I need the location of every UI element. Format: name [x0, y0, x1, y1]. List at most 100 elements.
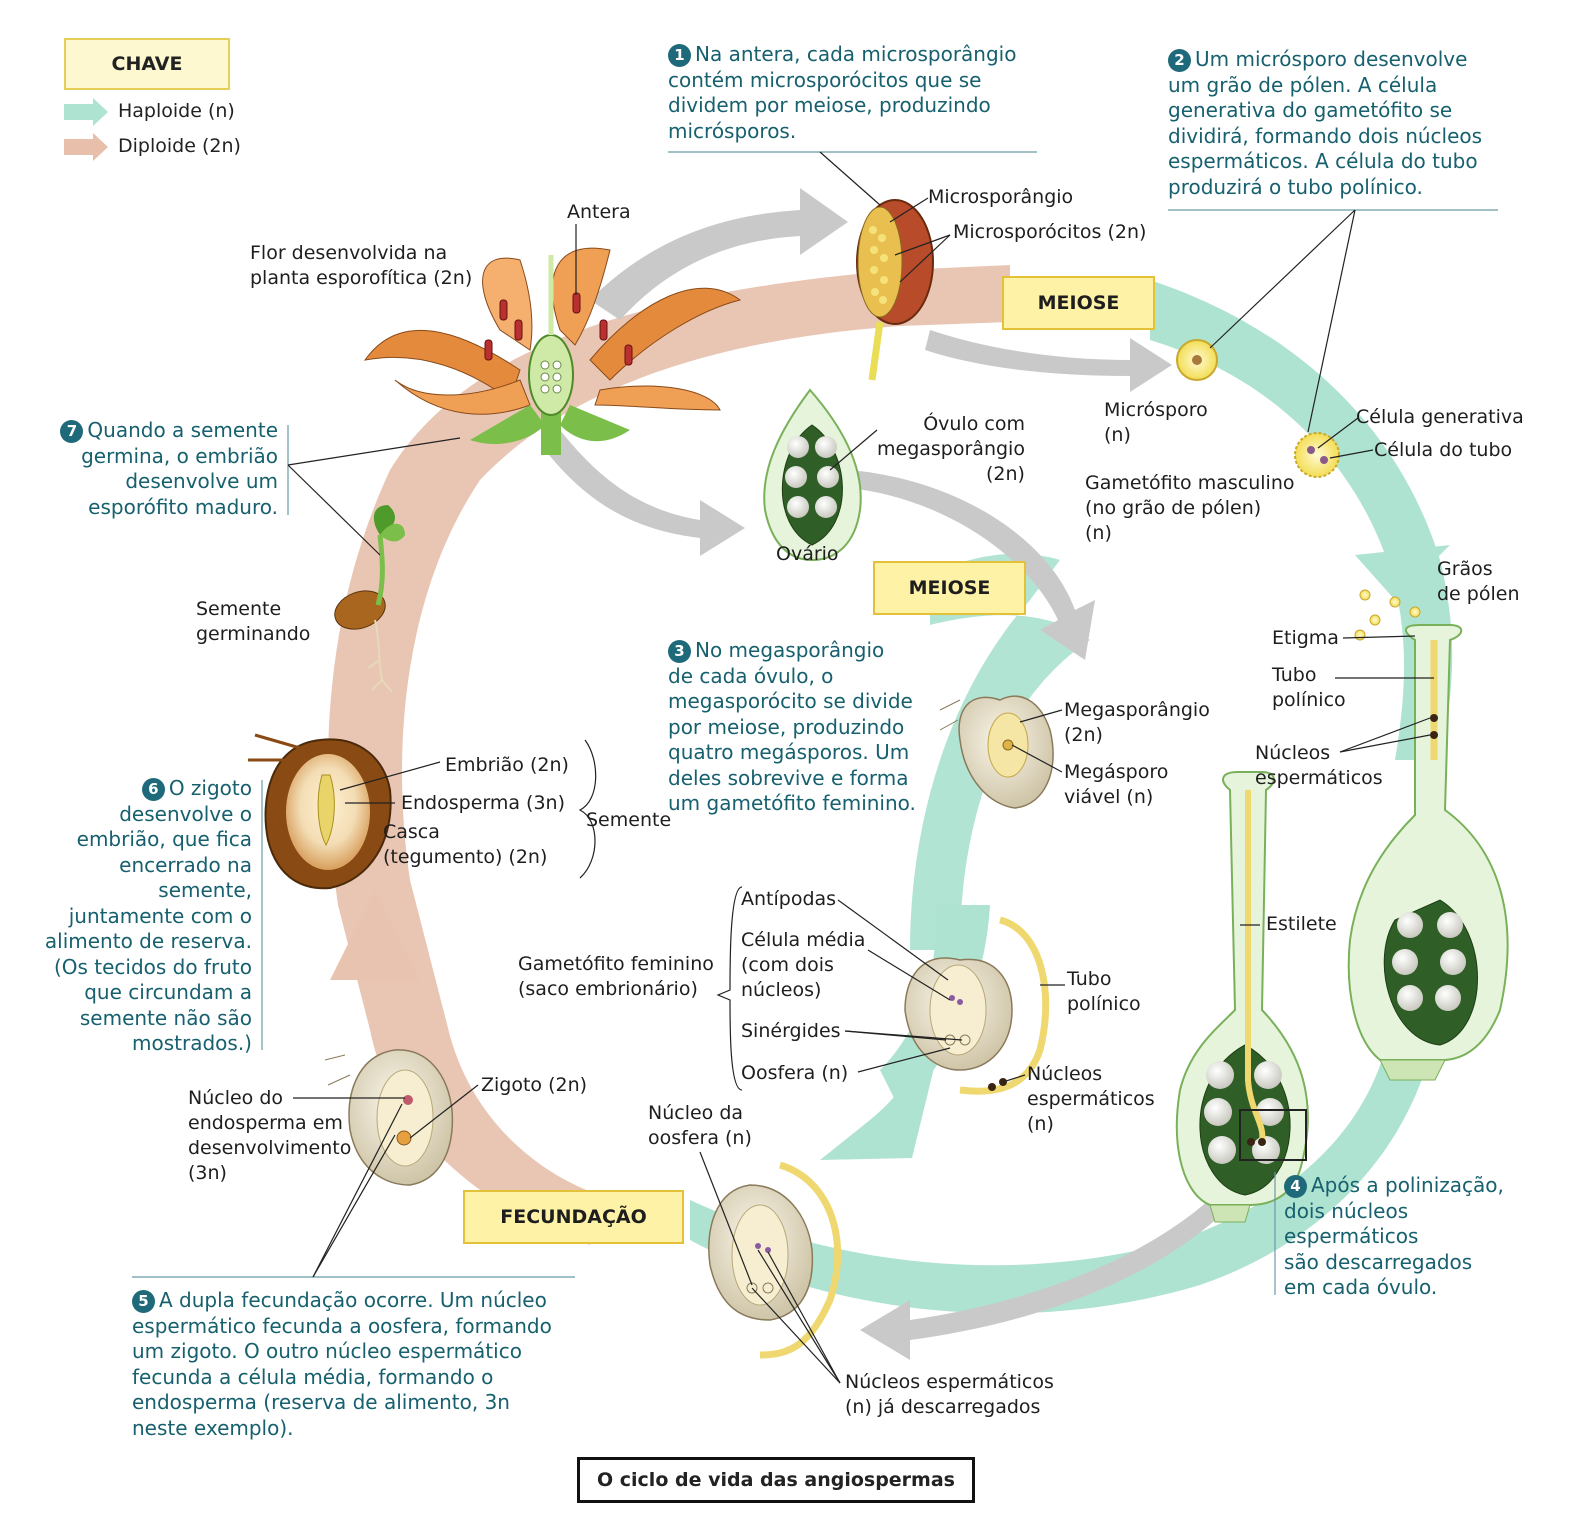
- step-text-line: produzirá o tubo polínico.: [1168, 174, 1423, 199]
- microspore-illustration: [1176, 339, 1421, 641]
- label-microsporangio: Microsporângio: [928, 186, 1074, 208]
- step-text-line: são descarregados: [1284, 1249, 1473, 1274]
- step-text-line: dois núcleos: [1284, 1198, 1409, 1223]
- label-line: Flor desenvolvida na: [250, 242, 448, 264]
- step-text-line: megasporócito se divide: [668, 689, 913, 713]
- label-zigoto: Zigoto (2n): [481, 1074, 588, 1096]
- label-line: (2n): [985, 463, 1025, 485]
- step-text-line: quatro megásporos. Um: [668, 740, 910, 764]
- label-endosperma: Endosperma (3n): [401, 792, 566, 814]
- label-microsporocitos: Microsporócitos (2n): [953, 221, 1147, 243]
- label-megasporangio: Megasporângio (2n): [1064, 698, 1210, 748]
- step-text-line: um grão de pólen. A célula: [1168, 72, 1438, 97]
- embryo-sac-illustration: [904, 916, 1050, 1095]
- label-line: (no grão de pólen): [1085, 497, 1262, 519]
- step-text-line: por meiose, produzindo: [668, 714, 905, 739]
- label-ovario: Ovário: [776, 543, 839, 565]
- label-line: Megasporângio: [1064, 699, 1210, 721]
- seed-illustration: [248, 733, 392, 890]
- step-text-line: desenvolve um: [125, 469, 278, 493]
- key-heading: CHAVE: [64, 38, 230, 90]
- zygote-ovule-illustration: [324, 1049, 454, 1186]
- label-gametofito-feminino: Gametófito feminino(saco embrionário): [518, 952, 714, 1002]
- anther-illustration: [856, 199, 934, 381]
- step-text-line: alimento de reserva.: [44, 929, 252, 953]
- step-number-badge: 3: [668, 640, 691, 663]
- step-number-badge: 1: [668, 44, 691, 67]
- label-nucleos-descarregados: Núcleos espermáticos(n) já descarregados: [845, 1370, 1054, 1420]
- step-text-line: fecunda a célula média, formando o: [132, 1364, 494, 1389]
- step-text-line: O zigoto: [168, 776, 252, 800]
- label-celula-generativa: Célula generativa: [1356, 406, 1524, 428]
- flower-illustration: [363, 247, 742, 455]
- label-sinergides: Sinérgides: [741, 1020, 841, 1042]
- step-text-line: um zigoto. O outro núcleo espermático: [132, 1339, 522, 1363]
- label-line: (3n): [188, 1162, 227, 1184]
- label-embriao: Embrião (2n): [445, 754, 569, 776]
- label-line: Megásporo: [1064, 761, 1169, 783]
- key-haploid-label: Haploide (n): [118, 100, 235, 122]
- step-text-line: (Os tecidos do fruto: [53, 954, 252, 979]
- leader-lines: [132, 151, 1498, 1384]
- phase-fecundacao: FECUNDAÇÃO: [463, 1190, 684, 1244]
- label-etigma: Etigma: [1272, 627, 1339, 649]
- diploid-arc: [327, 265, 1010, 1245]
- step-text-line: A dupla fecundação ocorre. Um núcleo: [159, 1288, 547, 1312]
- step-text-line: endosperma (reserva de alimento, 3n: [132, 1390, 510, 1414]
- label-line: (n): [1085, 522, 1112, 544]
- step-number-badge: 4: [1284, 1175, 1307, 1198]
- step-text-line: Na antera, cada microsporângio: [695, 42, 1017, 66]
- label-line: Óvulo com: [923, 413, 1025, 435]
- germinating-seed-illustration: [334, 505, 405, 693]
- label-line: (n) já descarregados: [845, 1396, 1041, 1418]
- label-line: Micrósporo: [1104, 399, 1208, 421]
- step-text-line: embrião, que fica: [76, 827, 252, 851]
- label-oosfera: Oosfera (n): [741, 1062, 849, 1084]
- label-line: oosfera (n): [648, 1127, 752, 1149]
- key-diploid-label: Diploide (2n): [118, 135, 241, 157]
- label-line: (com dois: [741, 954, 834, 976]
- label-line: espermáticos: [1255, 767, 1383, 789]
- label-line: Núcleos: [1255, 742, 1331, 764]
- label-line: (n): [1104, 424, 1131, 446]
- label-line: desenvolvimento: [188, 1137, 352, 1159]
- label-line: (saco embrionário): [518, 978, 698, 1000]
- step-text-line: generativa do gametófito se: [1168, 98, 1453, 122]
- label-line: (2n): [1064, 724, 1103, 746]
- step-text-line: germina, o embrião: [81, 443, 278, 468]
- megasporangium-illustration: [939, 695, 1054, 809]
- label-antera: Antera: [567, 201, 631, 223]
- step-text-line: espermáticos: [1284, 1224, 1419, 1248]
- step-text-line: um gametófito feminino.: [668, 791, 916, 815]
- zoom-box: [1239, 1109, 1307, 1161]
- step-text-line: semente não são: [79, 1005, 252, 1030]
- label-line: germinando: [196, 623, 311, 645]
- haploid-swatch: [64, 98, 108, 126]
- process-arrows: [545, 188, 1285, 1360]
- phase-meiose-middle: MEIOSE: [873, 561, 1026, 615]
- step-text-line: Quando a semente: [87, 418, 278, 442]
- label-line: polínico: [1272, 689, 1346, 711]
- label-line: Núcleos: [1027, 1063, 1103, 1085]
- step-text-line: juntamente com o: [68, 903, 252, 928]
- step-text-line: mostrados.): [132, 1031, 252, 1055]
- label-nucleo-oosfera: Núcleo da oosfera (n): [648, 1101, 752, 1151]
- label-antipodas: Antípodas: [741, 888, 837, 910]
- diploid-swatch: [64, 133, 108, 161]
- label-line: espermáticos: [1027, 1088, 1155, 1110]
- label-line: Núcleo da: [648, 1102, 744, 1124]
- label-line: Núcleo do: [188, 1087, 284, 1109]
- step-text-line: espermáticos. A célula do tubo: [1168, 149, 1478, 173]
